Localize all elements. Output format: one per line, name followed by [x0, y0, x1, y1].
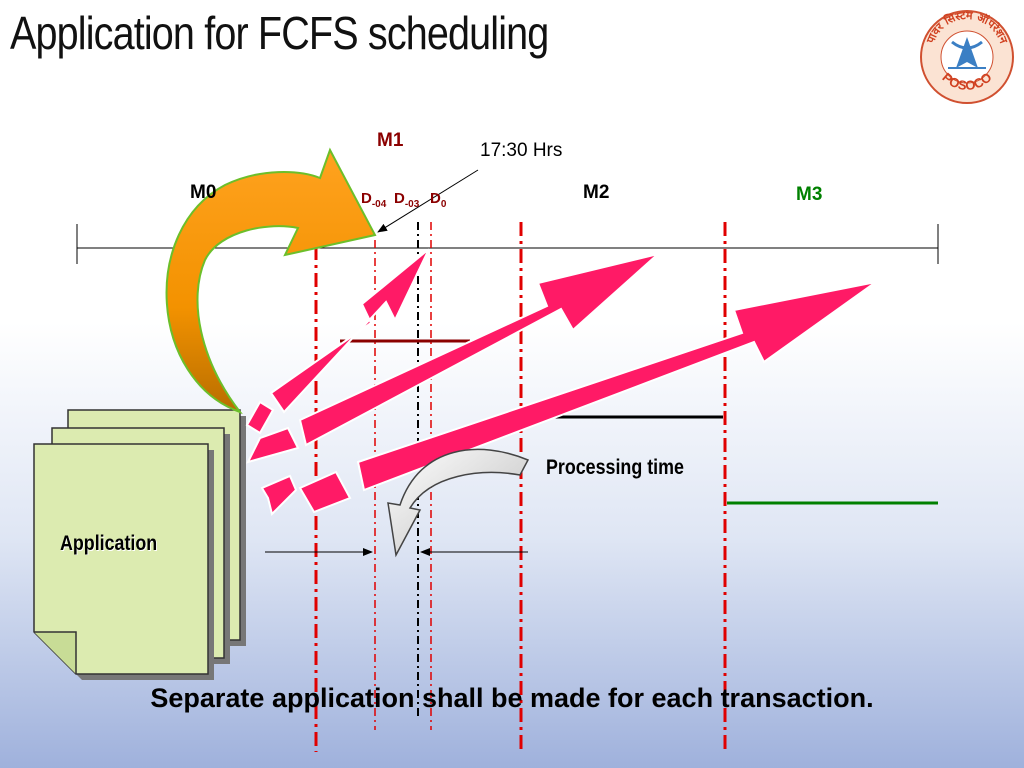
application-document-stack — [33, 409, 246, 680]
orange-curved-arrow — [165, 147, 377, 415]
arrow-to-m1 — [245, 248, 430, 435]
application-arrows — [245, 248, 877, 516]
d04-marker: D-04 — [361, 190, 386, 210]
time-note-pointer — [377, 169, 479, 233]
d0-sub: 0 — [440, 199, 447, 210]
application-label: Application — [60, 532, 158, 555]
arrow-to-m2 — [246, 253, 659, 464]
slide-title: Application for FCFS scheduling — [10, 7, 549, 59]
logo-bottom-text: POSOCO — [939, 69, 994, 93]
processing-curved-arrow — [387, 448, 530, 558]
d04-sub: -04 — [371, 199, 387, 210]
m1-label: M1 — [377, 130, 404, 151]
timeline — [76, 224, 939, 264]
processing-time-label: Processing time — [546, 456, 684, 479]
footer-statement: Separate application shall be made for e… — [150, 683, 874, 713]
time-note: 17:30 Hrs — [480, 140, 563, 161]
d0-base: D — [430, 190, 441, 207]
svg-text:POSOCO: POSOCO — [939, 69, 994, 93]
d0-marker: D0 — [430, 190, 446, 210]
m3-label: M3 — [796, 184, 823, 205]
d03-base: D — [394, 190, 405, 207]
m0-label: M0 — [190, 182, 217, 203]
d03-sub: -03 — [404, 199, 420, 210]
posoco-logo: पावर सिस्टम ऑपरेशन POSOCO — [920, 9, 1014, 104]
d04-base: D — [361, 190, 372, 207]
d03-marker: D-03 — [394, 190, 419, 210]
m2-label: M2 — [583, 182, 610, 203]
